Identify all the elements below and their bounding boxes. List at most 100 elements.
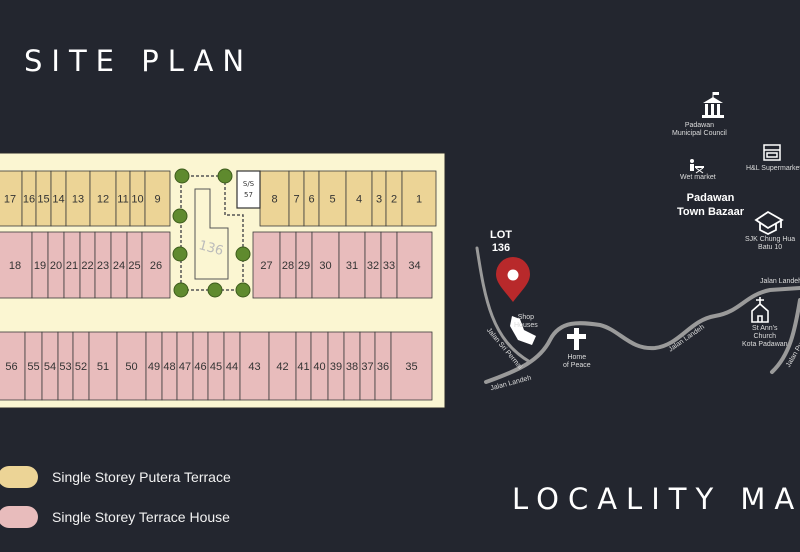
church-icon (751, 297, 769, 323)
shop-houses-shape (510, 316, 536, 345)
locality-map-title: LOCALITY MAP (512, 482, 800, 516)
lot-number: 48 (163, 361, 175, 373)
lot-number: 28 (282, 260, 294, 272)
legend-label: Single Storey Putera Terrace (52, 469, 231, 485)
tree-icon (172, 246, 188, 262)
tree-icon (207, 282, 223, 298)
lot-4[interactable] (345, 170, 373, 227)
park-lot-136: 136 S/S 57 (172, 168, 261, 298)
lot-27[interactable] (252, 231, 281, 299)
lot-number: 3 (376, 194, 382, 206)
lot-number: 20 (50, 260, 62, 272)
lot-number: 7 (293, 194, 299, 206)
lot-number: 52 (75, 361, 87, 373)
lot-number: 55 (27, 361, 39, 373)
lot-number: 36 (377, 361, 389, 373)
lot-number: 13 (72, 194, 84, 206)
tree-icon (235, 246, 251, 262)
substation-number: 57 (244, 191, 253, 199)
lot-42[interactable] (268, 331, 297, 401)
graduation-cap-icon (754, 210, 784, 236)
lot-number: 45 (210, 361, 222, 373)
roads (475, 246, 800, 384)
cross-icon (567, 328, 586, 350)
lot-number: 49 (148, 361, 160, 373)
tree-icon (217, 168, 233, 184)
substation-label: S/S (243, 180, 255, 188)
lot-43[interactable] (239, 331, 270, 401)
lot-number: 56 (5, 361, 17, 373)
tree-icon (174, 168, 190, 184)
lot-34[interactable] (396, 231, 433, 299)
lot-number: 10 (131, 194, 143, 206)
lot-number: 43 (248, 361, 260, 373)
substation-57 (236, 170, 261, 209)
road-label-landeh-3: Jalan Landeh (760, 278, 800, 285)
lot-number: 29 (298, 260, 310, 272)
lot-9[interactable] (144, 170, 171, 227)
market-stall-icon (690, 159, 704, 174)
lot-number: 19 (34, 260, 46, 272)
lot-number: 22 (81, 260, 93, 272)
lot-number: 18 (9, 260, 21, 272)
lot-number: 6 (308, 194, 314, 206)
lot-number: 11 (117, 194, 128, 206)
tree-icon (172, 208, 188, 224)
lot-8[interactable] (259, 170, 290, 227)
lot-1[interactable] (401, 170, 437, 227)
lot-number: 24 (113, 260, 125, 272)
lot-number: 50 (125, 361, 137, 373)
lot-number: 37 (361, 361, 373, 373)
legend-swatch (0, 506, 38, 528)
lot-number: 12 (97, 194, 109, 206)
lot-number: 44 (226, 361, 238, 373)
lot-31[interactable] (338, 231, 366, 299)
legend-terrace-house: Single Storey Terrace House (0, 506, 230, 528)
tree-icon (173, 282, 189, 298)
lot-number: 51 (97, 361, 109, 373)
road-jalan-puncak (770, 298, 800, 374)
lot-26[interactable] (141, 231, 171, 299)
legend-label: Single Storey Terrace House (52, 509, 230, 525)
store-icon (763, 144, 781, 161)
lot-number: 41 (297, 361, 309, 373)
supermarket-label: H&L Supermarket (746, 165, 800, 172)
lot-35[interactable] (390, 331, 433, 401)
lot-number: 2 (391, 194, 397, 206)
lot-number: 21 (66, 260, 78, 272)
lot-number: 16 (23, 194, 35, 206)
road-jalan-sri-permai (475, 246, 532, 364)
lot-number: 53 (59, 361, 71, 373)
lot-number: 26 (150, 260, 162, 272)
lot-number: 4 (356, 194, 362, 206)
lot-number: 38 (346, 361, 358, 373)
government-building-icon (702, 92, 724, 118)
lot-number: 23 (97, 260, 109, 272)
tree-icon (235, 282, 251, 298)
legend-swatch (0, 466, 38, 488)
lot-number: 17 (4, 194, 16, 206)
lot-number: 15 (37, 194, 49, 206)
site-plan-title: SITE PLAN (24, 44, 254, 78)
park-lot-label: 136 (197, 238, 225, 259)
lot-56[interactable] (0, 331, 26, 401)
legend-putera-terrace: Single Storey Putera Terrace (0, 466, 231, 488)
lot-number: 33 (383, 260, 395, 272)
lot-number: 1 (416, 194, 422, 206)
lot-number: 54 (44, 361, 56, 373)
lot-number: 14 (52, 194, 64, 206)
lot-136-pin-icon[interactable] (496, 257, 530, 302)
lot-number: 31 (346, 260, 358, 272)
wet-market-label: Wet market (680, 174, 716, 181)
lot-number: 32 (367, 260, 379, 272)
lot-30[interactable] (311, 231, 340, 299)
lot-18[interactable] (0, 231, 33, 299)
lot-50[interactable] (116, 331, 147, 401)
